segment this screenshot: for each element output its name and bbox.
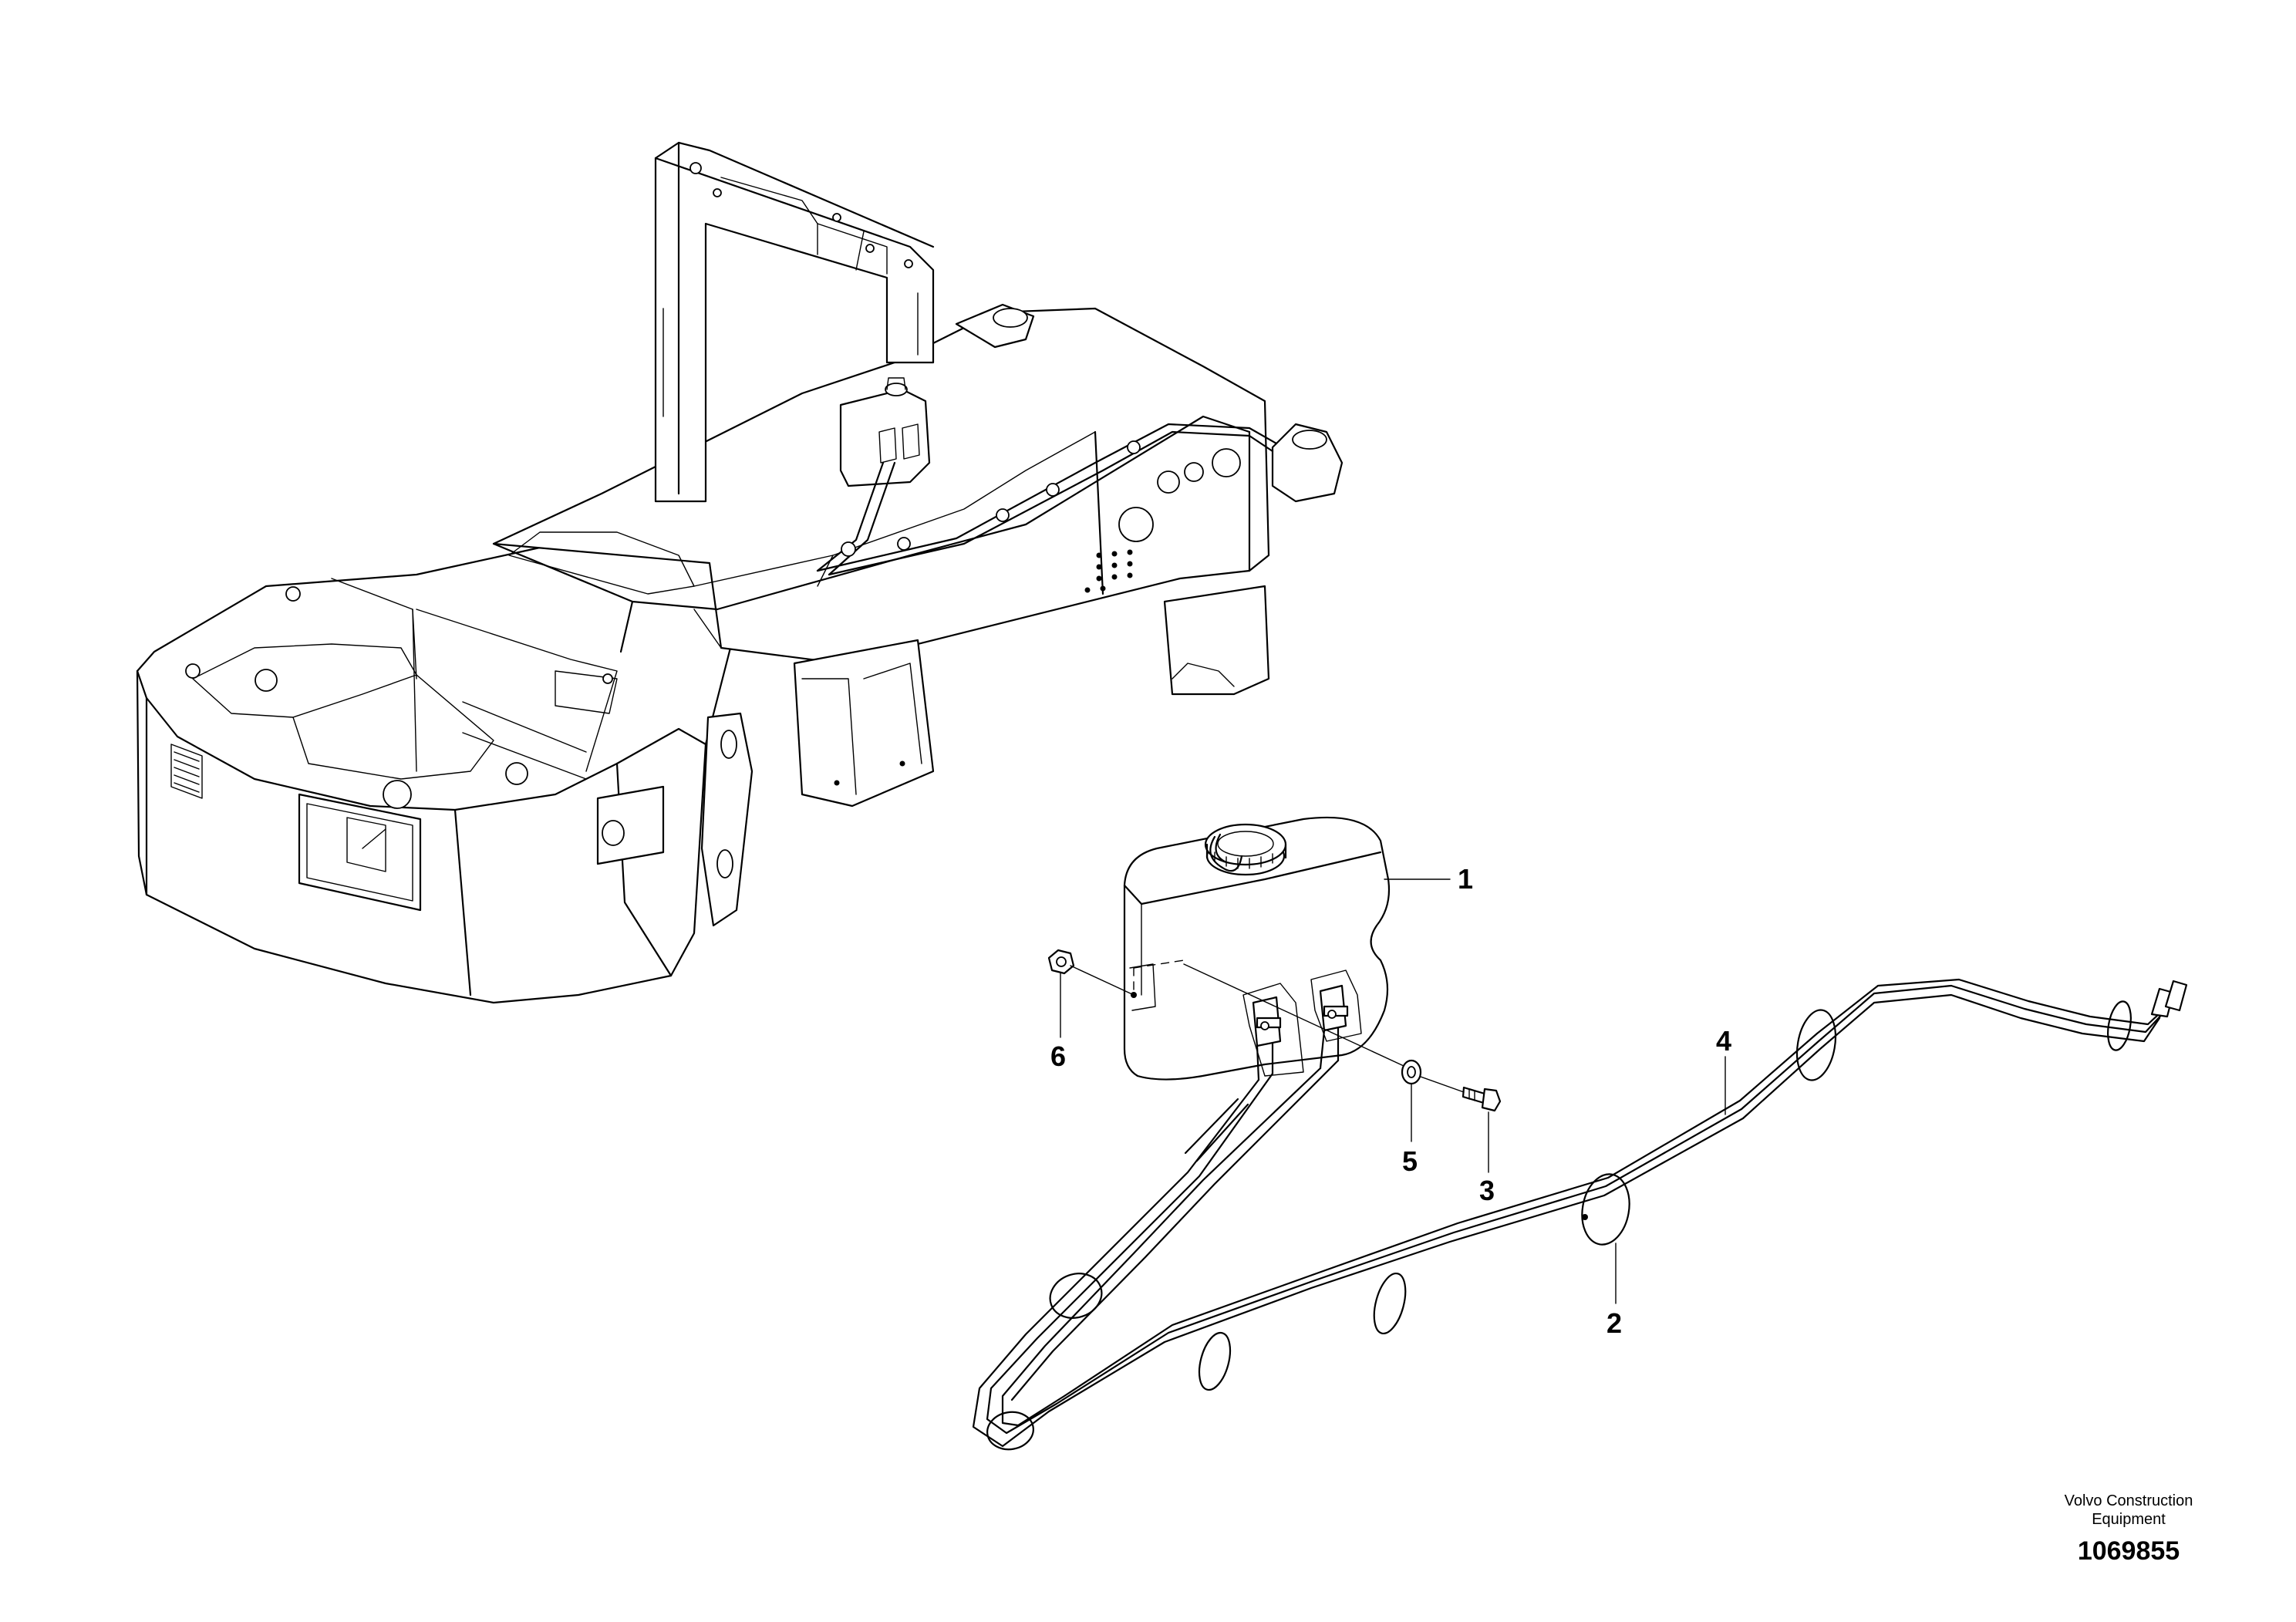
callout-1: 1 [1458,863,1474,895]
mounted-reservoir [839,377,931,487]
callout-leaders [1060,878,1726,1304]
bolt [1462,1086,1502,1112]
manufacturer-name: Volvo Construction [2064,1492,2193,1509]
callout-5: 5 [1402,1145,1418,1177]
washer-reservoir-tank [1123,816,1391,1081]
manufacturer-subtitle: Equipment [2092,1511,2166,1528]
callout-2: 2 [1607,1307,1623,1339]
vent-grill [170,744,203,799]
nut [1047,949,1075,975]
washer-hose-assembly [972,978,2188,1451]
callout-3: 3 [1479,1175,1495,1206]
frame-hose-routing [816,423,1278,576]
washer [1401,1059,1422,1085]
machine-frame [136,141,1344,1004]
figure-number: 1069855 [2077,1536,2180,1566]
assembly-axis-line [1070,963,1465,1093]
manufacturer-label: Volvo Construction Equipment [2036,1492,2221,1529]
callout-6: 6 [1050,1040,1067,1072]
callout-4: 4 [1716,1025,1732,1057]
rear-light-housing [298,780,422,912]
bolt-grid [1084,549,1133,593]
